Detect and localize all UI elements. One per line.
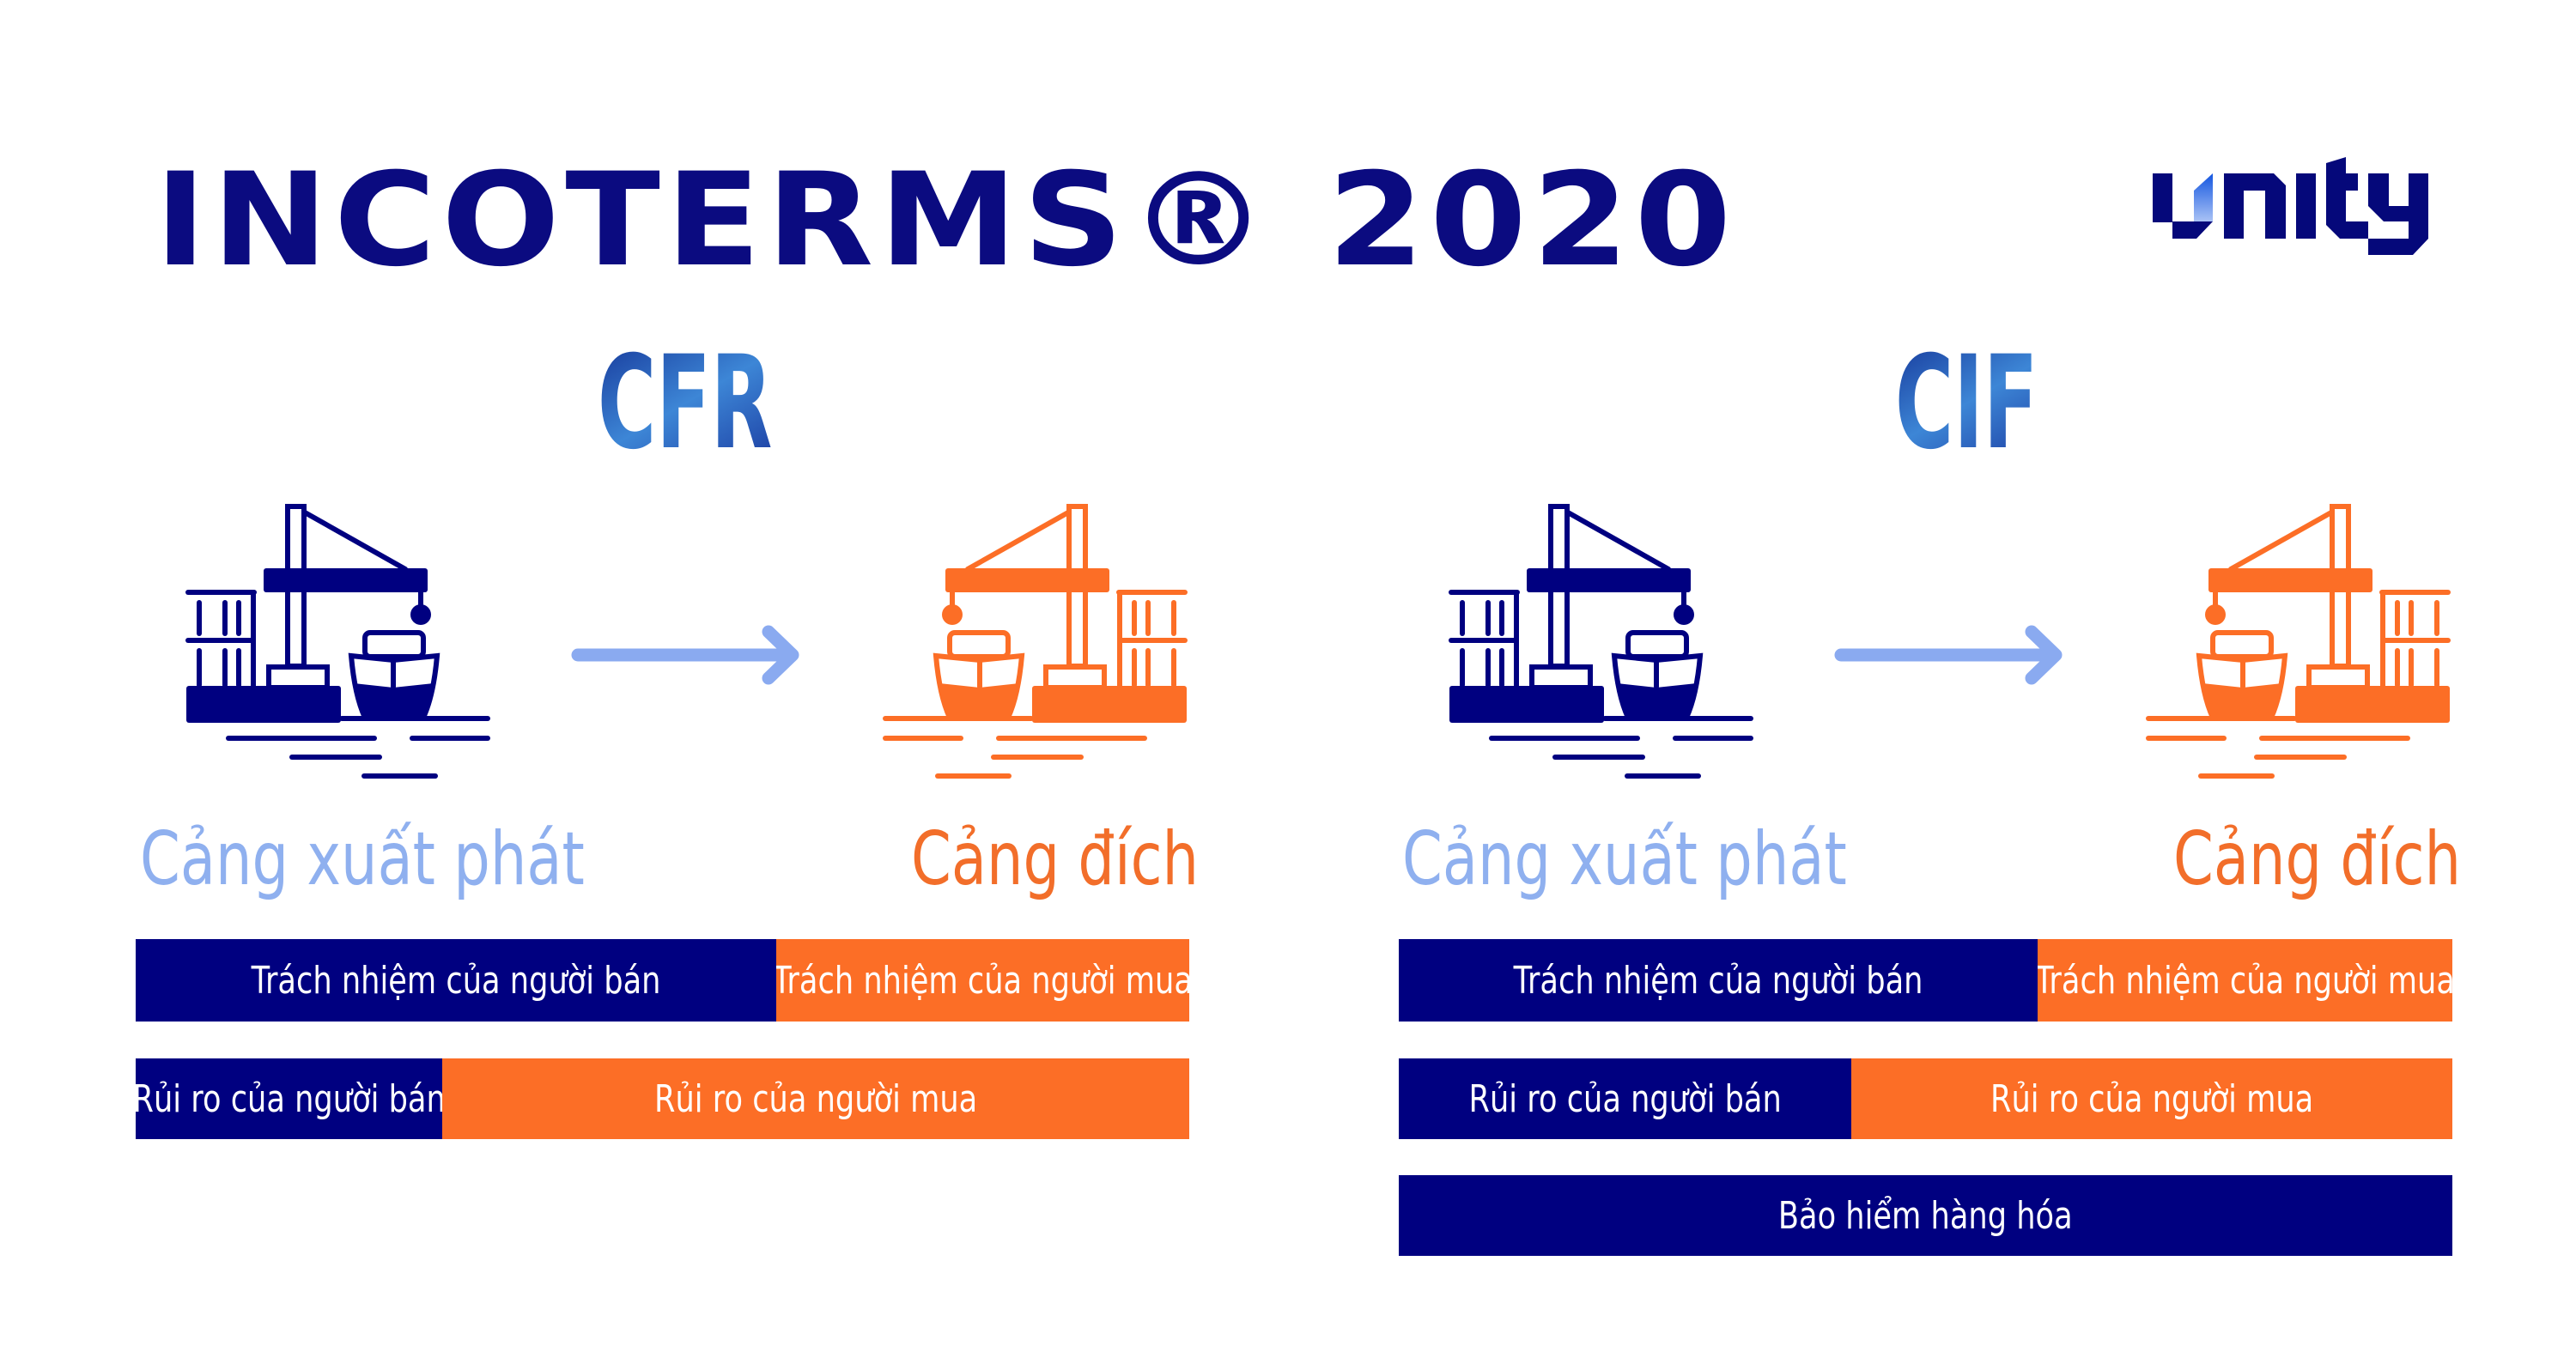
bar-label: Rủi ro của người mua [1990, 1076, 2314, 1121]
origin-port-icon [1435, 489, 1778, 790]
bar-label: Rủi ro của người bán [136, 1076, 442, 1121]
destination-port-label: Cảng đích [911, 816, 1199, 902]
origin-port-label: Cảng xuất phát [140, 816, 585, 902]
origin-port-icon [172, 489, 515, 790]
bar-label: Trách nhiệm của người bán [1513, 958, 1923, 1003]
buyer-responsibility-bar: Trách nhiệm của người mua [2038, 939, 2452, 1022]
term-title: CIF [1895, 329, 2038, 478]
seller-risk-bar: Rủi ro của người bán [1399, 1058, 1851, 1139]
seller-risk-bar: Rủi ro của người bán [136, 1058, 442, 1139]
destination-port-label: Cảng đích [2173, 816, 2461, 902]
arrow-right-icon [1832, 625, 2073, 685]
term-title: CFR [598, 329, 773, 478]
bar-label: Trách nhiệm của người bán [251, 958, 661, 1003]
insurance-bar: Bảo hiểm hàng hóa [1399, 1175, 2452, 1256]
destination-port-icon [2121, 489, 2464, 790]
origin-port-label: Cảng xuất phát [1402, 816, 1847, 902]
bar-label: Trách nhiệm của người mua [776, 958, 1189, 1003]
seller-responsibility-bar: Trách nhiệm của người bán [136, 939, 776, 1022]
unity-logo [2153, 157, 2428, 255]
bar-label: Trách nhiệm của người mua [2038, 958, 2452, 1003]
arrow-right-icon [569, 625, 810, 685]
buyer-risk-bar: Rủi ro của người mua [1851, 1058, 2452, 1139]
page-title: INCOTERMS® 2020 [155, 146, 1737, 295]
buyer-risk-bar: Rủi ro của người mua [442, 1058, 1189, 1139]
bar-label: Rủi ro của người bán [1468, 1076, 1782, 1121]
destination-port-icon [858, 489, 1201, 790]
seller-responsibility-bar: Trách nhiệm của người bán [1399, 939, 2038, 1022]
buyer-responsibility-bar: Trách nhiệm của người mua [776, 939, 1189, 1022]
bar-label: Bảo hiểm hàng hóa [1778, 1193, 2073, 1238]
bar-label: Rủi ro của người mua [653, 1076, 978, 1121]
